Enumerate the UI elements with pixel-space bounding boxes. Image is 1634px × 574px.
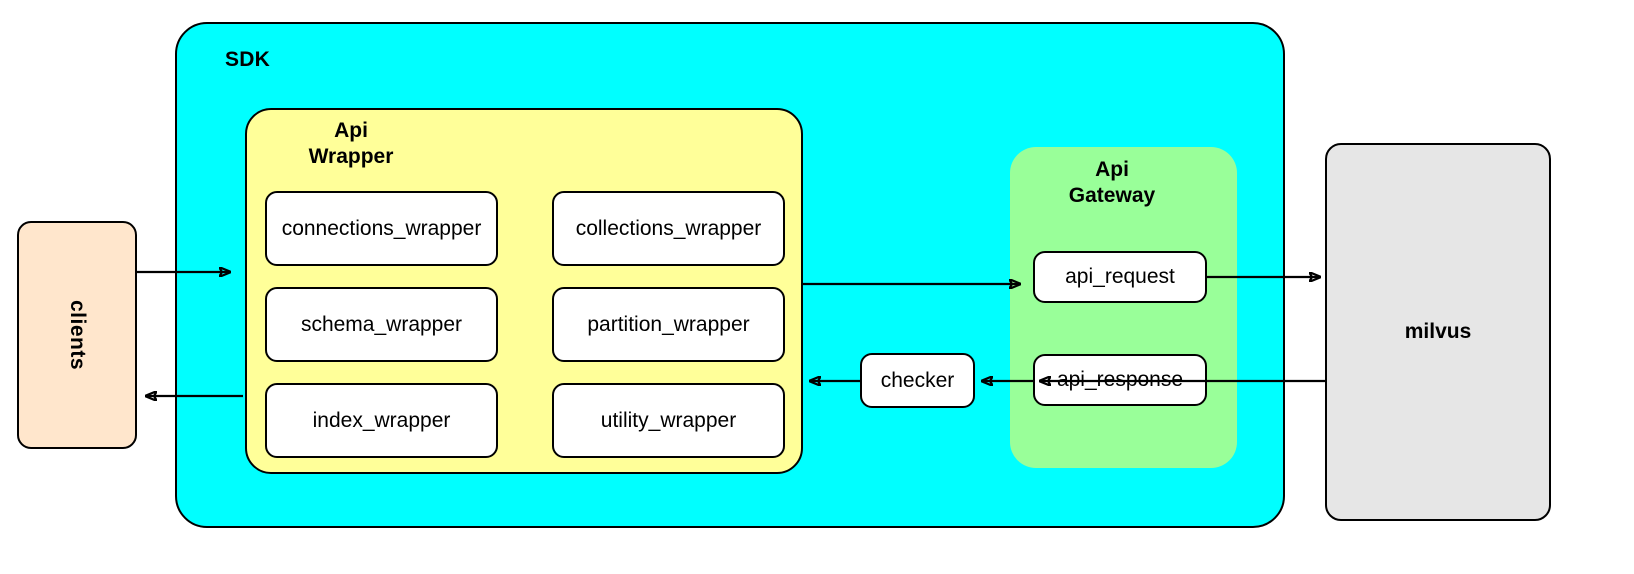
- node-api-response[interactable]: api_response: [1033, 354, 1207, 406]
- node-label: connections_wrapper: [281, 216, 482, 240]
- node-checker[interactable]: checker: [860, 353, 975, 408]
- node-label: schema_wrapper: [300, 312, 463, 336]
- node-label: api_response: [1056, 368, 1184, 391]
- node-milvus[interactable]: milvus: [1325, 143, 1551, 521]
- api-gateway-group[interactable]: Api Gateway: [1010, 147, 1237, 468]
- node-connections-wrapper[interactable]: connections_wrapper: [265, 191, 498, 266]
- sdk-title: SDK: [225, 48, 270, 71]
- node-index-wrapper[interactable]: index_wrapper: [265, 383, 498, 458]
- node-utility-wrapper[interactable]: utility_wrapper: [552, 383, 785, 458]
- node-label: milvus: [1404, 320, 1472, 343]
- node-schema-wrapper[interactable]: schema_wrapper: [265, 287, 498, 362]
- node-label: collections_wrapper: [575, 216, 762, 240]
- node-label: checker: [880, 368, 955, 392]
- api-wrapper-title: Api Wrapper: [308, 119, 394, 168]
- node-clients[interactable]: clients: [17, 221, 137, 449]
- node-partition-wrapper[interactable]: partition_wrapper: [552, 287, 785, 362]
- node-label: api_request: [1065, 265, 1175, 288]
- node-label: clients: [66, 299, 89, 371]
- node-label: partition_wrapper: [587, 312, 750, 336]
- api-gateway-title: Api Gateway: [1068, 158, 1156, 207]
- node-collections-wrapper[interactable]: collections_wrapper: [552, 191, 785, 266]
- node-label: index_wrapper: [312, 408, 451, 432]
- node-api-request[interactable]: api_request: [1033, 251, 1207, 303]
- node-label: utility_wrapper: [600, 408, 737, 432]
